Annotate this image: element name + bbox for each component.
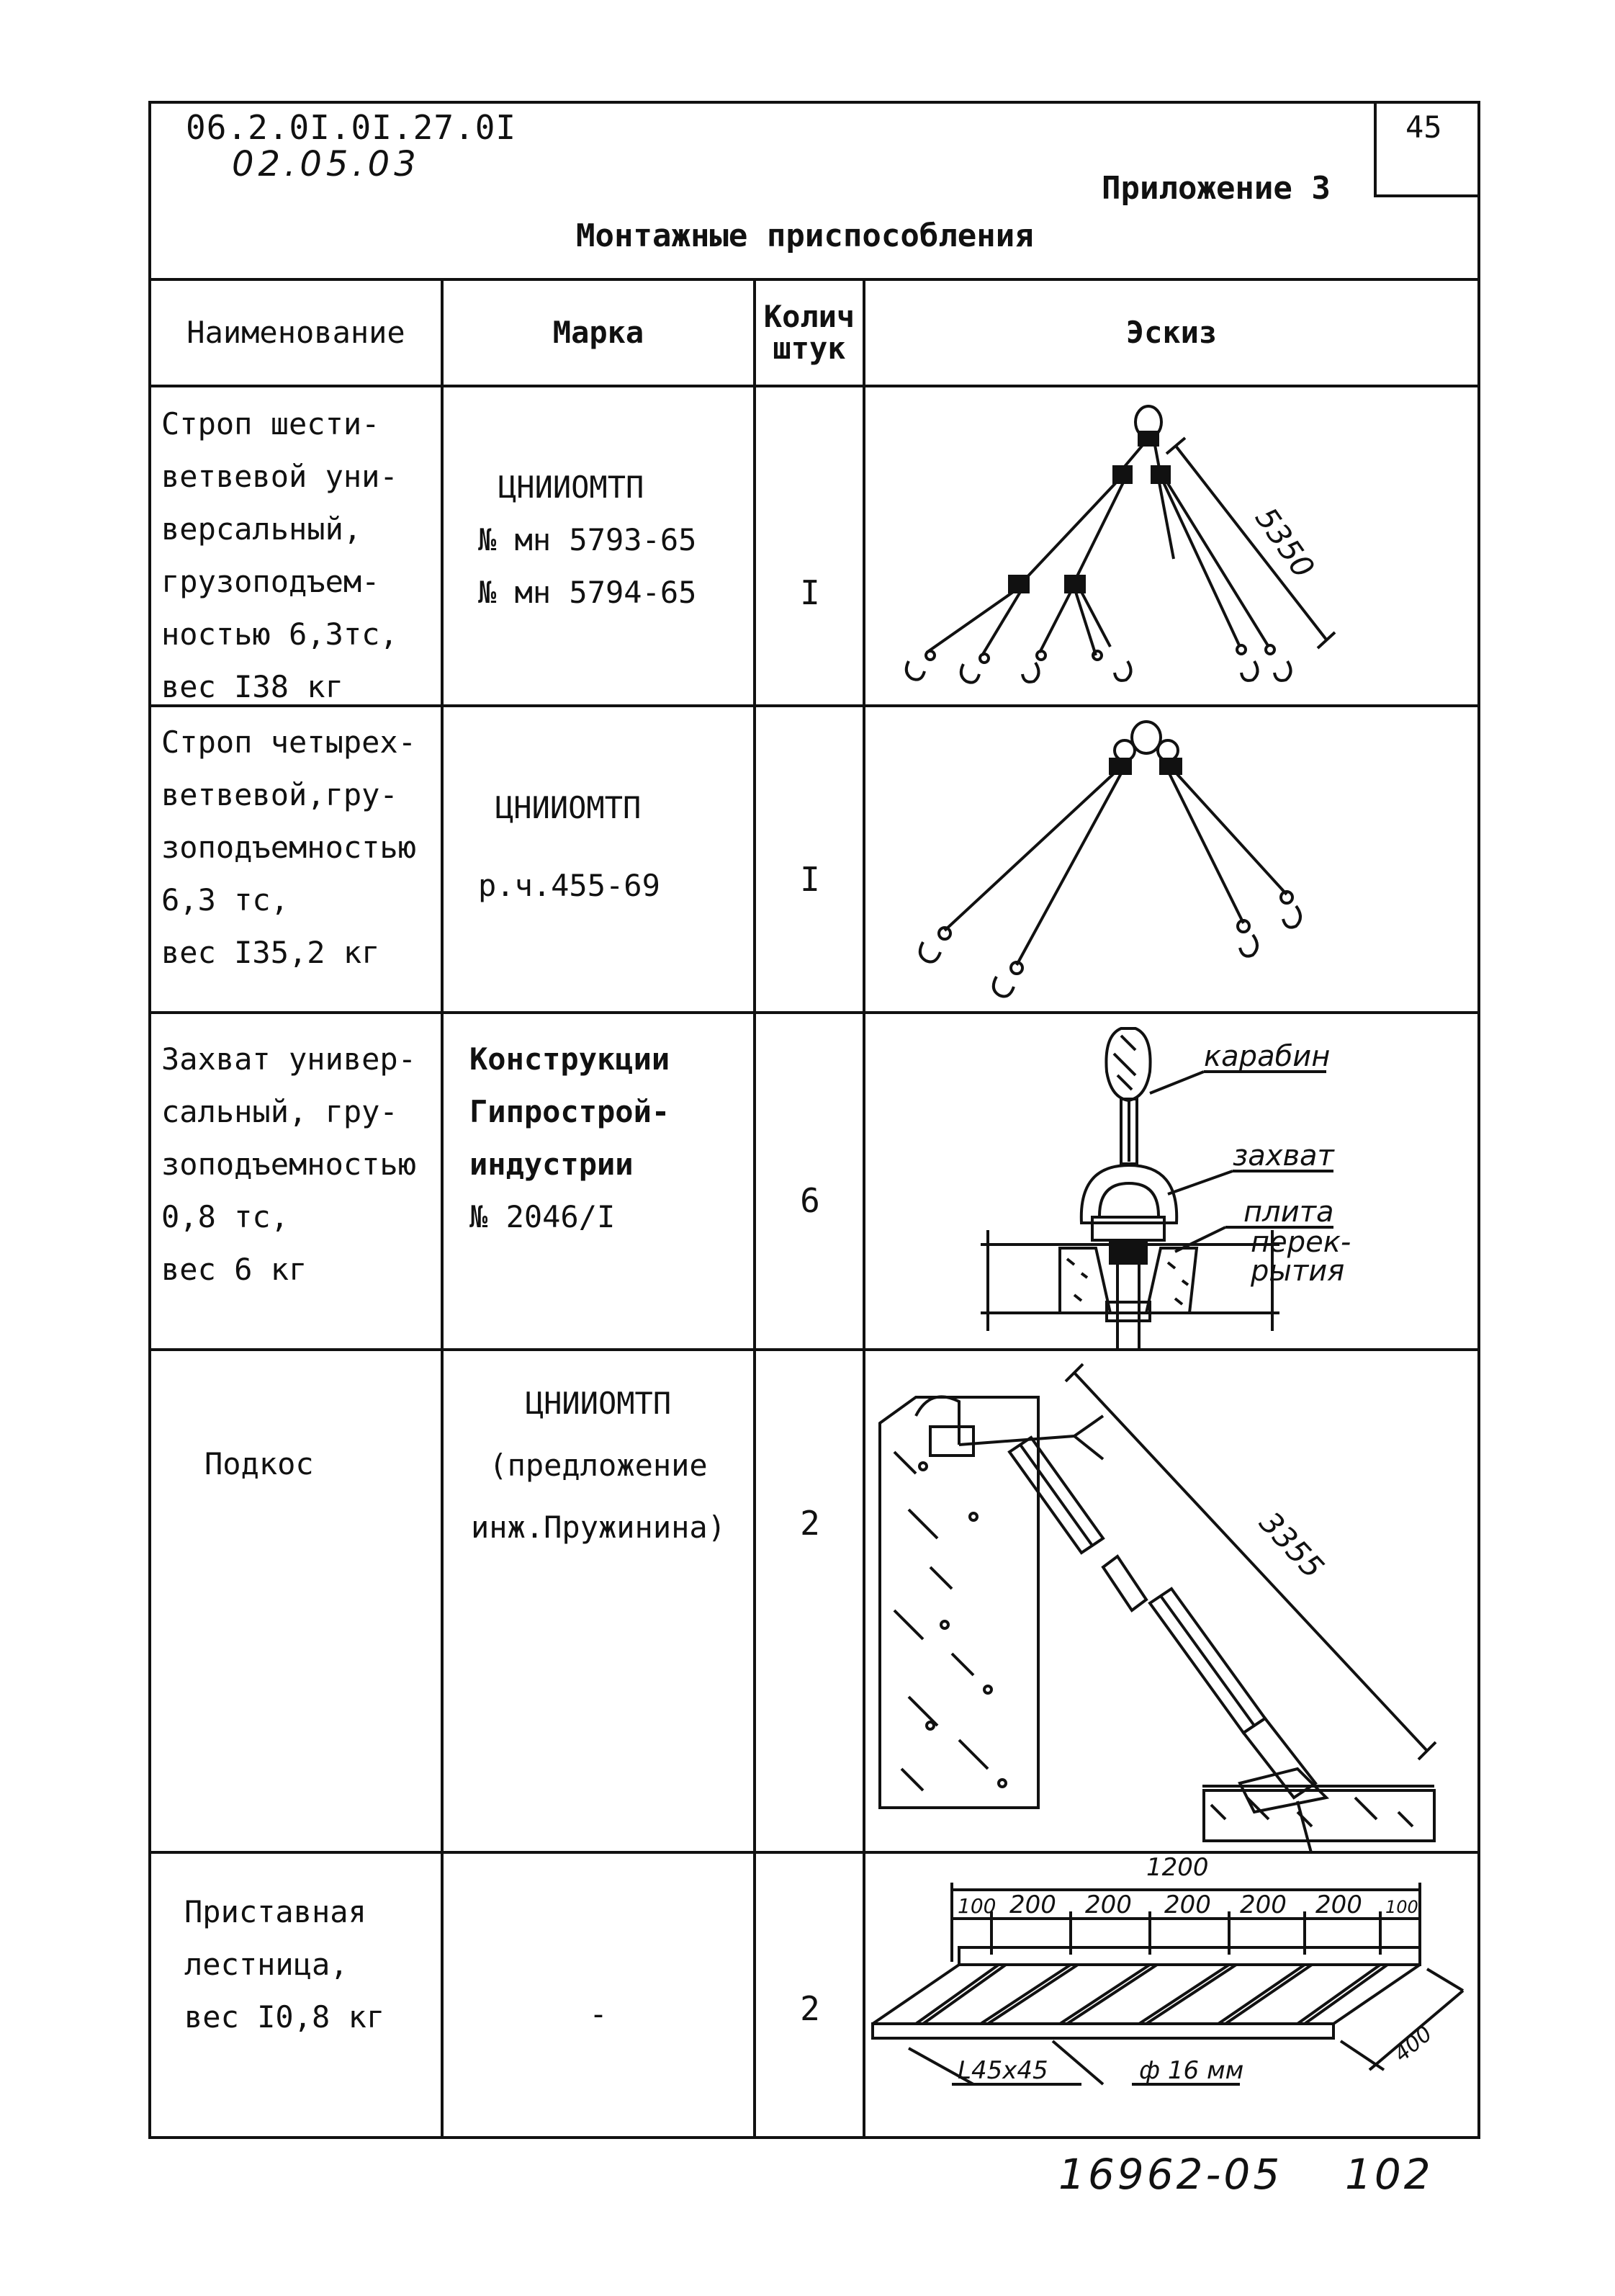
column-header-sketch-text: Эскиз [1125, 314, 1218, 350]
row-4-name: Подкос [204, 1438, 314, 1490]
text-line: Строп шести- [161, 406, 380, 441]
brace-dimension-label: 3355 [1253, 1504, 1331, 1585]
text-line: ветвевой уни- [161, 459, 398, 494]
text-line: (предложение [489, 1448, 708, 1483]
label-grip: захват [1233, 1139, 1336, 1172]
text-line: Конструкции [469, 1041, 670, 1077]
text-line: ностью 6,3тс, [161, 616, 398, 652]
label-carabiner: карабин [1204, 1040, 1330, 1073]
text-line: инж.Пружинина) [470, 1510, 726, 1545]
document-number: 16962-05 [1058, 2150, 1283, 2199]
row-5-mark: - [444, 1988, 753, 2040]
row-2-mark: ЦНИИОМТП р.ч.455-69 [478, 769, 660, 925]
text-line: р.ч.455-69 [478, 868, 660, 903]
ladder-dim-7: 100 [1385, 1897, 1418, 1917]
text-line: зоподъемностью [161, 1147, 417, 1182]
text-line: зоподъемностью [161, 830, 417, 865]
row-3-name: Захват универ- сальный, гру- зоподъемнос… [161, 1033, 416, 1296]
row-4-mark: ЦНИИОМТП (предложение инж.Пружинина) [444, 1373, 753, 1559]
text-line: Гипрострой- [469, 1094, 670, 1129]
four-leg-sling-sketch [918, 720, 1302, 998]
row-1-name: Строп шести- ветвевой уни- версальный, г… [161, 398, 398, 713]
text-line: грузоподъем- [161, 564, 380, 599]
text-line: вес I0,8 кг [184, 1999, 385, 2035]
ladder-depth: 400 [1390, 2022, 1437, 2068]
text-line: № 2046/I [469, 1199, 616, 1234]
text-line: № мн 5794-65 [478, 575, 697, 610]
row-3-mark: Конструкции Гипрострой- индустрии № 2046… [469, 1033, 670, 1243]
column-divider [753, 278, 756, 2139]
text-line: № мн 5793-65 [478, 522, 697, 557]
label-slab-3: рытия [1250, 1255, 1344, 1288]
text-line: Строп четырех- [161, 725, 417, 760]
text-line: индустрии [469, 1147, 634, 1182]
ladder-rod-diameter: ф 16 мм [1139, 2056, 1243, 2085]
sling-dimension-label: 5350 [1249, 501, 1321, 585]
row-1-mark: ЦНИИОМТП № мн 5793-65 № мн 5794-65 [478, 461, 696, 619]
row-divider [148, 1348, 1480, 1351]
ladder-dim-5: 200 [1240, 1891, 1287, 1919]
column-header-mark: Марка [444, 281, 753, 385]
text-line: лестница, [184, 1947, 348, 1982]
column-header-mark-text: Марка [552, 314, 644, 350]
column-header-sketch: Эскиз [865, 281, 1477, 385]
text-line: ЦНИИОМТП [498, 470, 644, 505]
document-code: 06.2.0I.0I.27.0I [186, 108, 517, 147]
ladder-dim-1: 100 [958, 1894, 996, 1918]
row-divider [148, 1851, 1480, 1854]
text-line: ЦНИИОМТП [495, 790, 642, 825]
sheet-number-box [1374, 101, 1480, 197]
text-line: 6,3 тс, [161, 882, 289, 918]
ladder-angle-profile: L45x45 [958, 2056, 1048, 2085]
text-line: - [589, 1996, 608, 2032]
column-divider [863, 278, 865, 2139]
text-line: вес I35,2 кг [161, 935, 380, 970]
text-line: ЦНИИОМТП [525, 1386, 672, 1421]
document-date: 02.05.03 [232, 144, 420, 184]
row-5-name: Приставная лестница, вес I0,8 кг [184, 1885, 384, 2043]
brace-sketch: 3355 [878, 1363, 1437, 1851]
row-5-qty: 2 [800, 1989, 820, 2028]
row-4-qty: 2 [800, 1504, 820, 1543]
title-divider [148, 278, 1480, 281]
ladder-dim-2: 200 [1009, 1891, 1056, 1919]
row-divider [148, 385, 1480, 387]
page-number: 102 [1345, 2150, 1434, 2199]
row-2-name: Строп четырех- ветвевой,гру- зоподъемнос… [161, 716, 416, 979]
text-line: Приставная [184, 1894, 366, 1929]
text-line: 0,8 тс, [161, 1199, 289, 1234]
text-line: вес I38 кг [161, 669, 343, 704]
row-2-qty: I [800, 860, 820, 899]
ladder-total-width: 1200 [1146, 1854, 1209, 1882]
column-divider [441, 278, 444, 2139]
text-line: ветвевой,гру- [161, 777, 398, 812]
ladder-sketch: 1200 100 200 200 200 200 200 100 400 L45… [871, 1854, 1465, 2086]
column-header-qty-line2: штук [773, 331, 846, 366]
text-line: сальный, гру- [161, 1094, 398, 1129]
row-1-qty: I [800, 573, 820, 612]
row-divider [148, 704, 1480, 707]
column-header-name-text: Наименование [186, 314, 405, 350]
text-line: Захват универ- [161, 1041, 417, 1077]
sheet-number: 45 [1405, 109, 1442, 145]
six-leg-sling-sketch: 5350 [904, 405, 1336, 684]
ladder-dim-4: 200 [1164, 1891, 1211, 1919]
column-header-qty-line1: Колич [763, 298, 855, 334]
text-line: вес 6 кг [161, 1252, 307, 1287]
row-divider [148, 1011, 1480, 1014]
page-title: Монтажные приспособления [576, 218, 1034, 254]
column-header-qty: Колич штук [756, 281, 863, 385]
text-line: Подкос [204, 1446, 314, 1481]
appendix-label: Приложение 3 [1102, 170, 1331, 207]
label-slab-2: перек- [1251, 1226, 1351, 1259]
row-3-qty: 6 [800, 1181, 820, 1220]
label-slab-1: плита [1243, 1196, 1334, 1229]
text-line: версальный, [161, 511, 362, 547]
ladder-dim-6: 200 [1315, 1891, 1362, 1919]
column-header-name: Наименование [151, 281, 441, 385]
ladder-dim-3: 200 [1085, 1891, 1132, 1919]
universal-grip-sketch: карабин захват плита перек- рытия [981, 1027, 1351, 1348]
page-frame [148, 101, 1480, 2139]
